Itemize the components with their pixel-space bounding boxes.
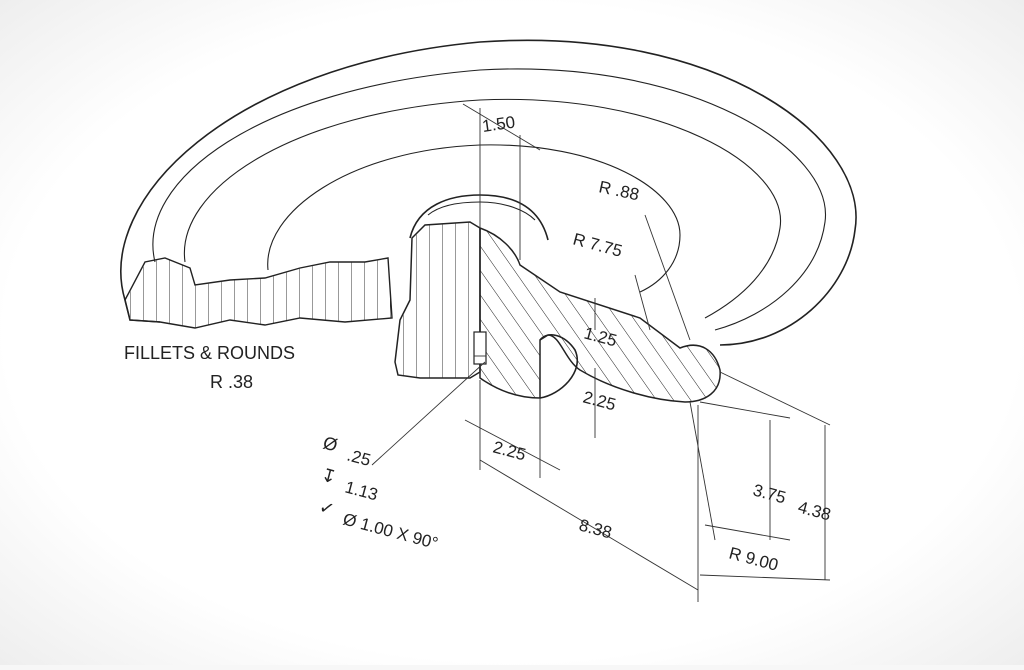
- diameter-symbol: Ø: [321, 433, 340, 456]
- fillets-note-line1: FILLETS & ROUNDS: [124, 343, 295, 363]
- dim-height-inner: 3.75: [751, 481, 788, 508]
- hole-depth: 1.13: [343, 478, 380, 505]
- dim-height-total: 4.38: [796, 498, 833, 525]
- dim-hub-width: 2.25: [491, 438, 528, 465]
- fillets-note: FILLETS & ROUNDS R .38: [124, 343, 295, 392]
- dim-fillet-radius: R .88: [597, 177, 641, 204]
- hole-callout: Ø .25 ↧ 1.13 ✓ Ø 1.00 X 90°: [317, 433, 440, 554]
- outer-rim: [120, 39, 857, 346]
- depth-symbol-icon: ↧: [319, 465, 339, 488]
- hub-section: [394, 194, 721, 403]
- dimension-lines: [371, 103, 831, 602]
- countersink-symbol-icon: ✓: [317, 497, 337, 520]
- hole-diameter: .25: [345, 446, 373, 470]
- rim-section-left: [124, 257, 393, 329]
- dim-top-width: 1.50: [481, 113, 516, 136]
- countersink-spec: Ø 1.00 X 90°: [341, 510, 440, 554]
- dim-step-height: 2.25: [581, 388, 618, 415]
- dim-inner-radius: R 7.75: [571, 230, 624, 261]
- dim-base-length: 8.38: [577, 516, 614, 543]
- fillets-note-line2: R .38: [210, 372, 253, 392]
- dim-outer-radius: R 9.00: [727, 544, 780, 575]
